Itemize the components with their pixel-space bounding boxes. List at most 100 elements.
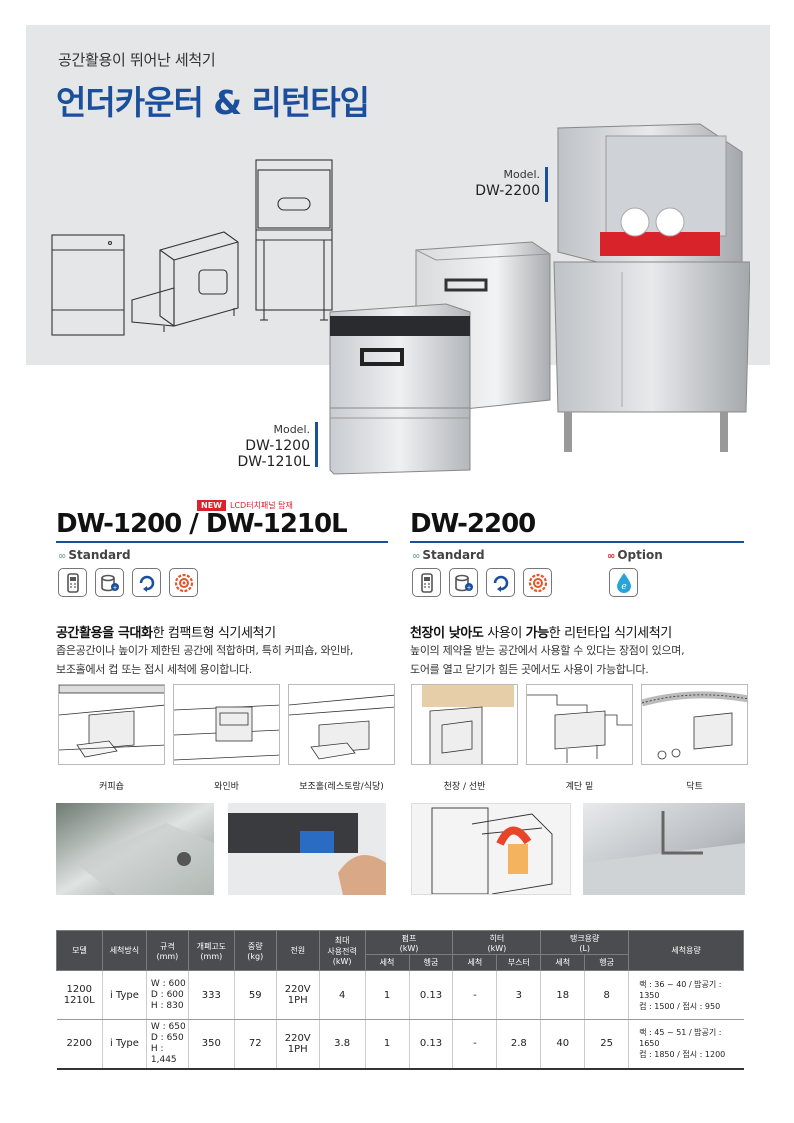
th-weight: 중량 (kg): [233, 930, 277, 971]
detergent-dispenser-icon: +: [449, 568, 478, 597]
cell-weight: 59: [233, 970, 277, 1020]
cell-tank-wash: 18: [540, 970, 585, 1020]
gear-icon: ∞: [412, 551, 421, 562]
photo-dishwasher-interior: [583, 803, 745, 895]
cell-max-power: 3.8: [318, 1019, 366, 1070]
cell-tank-rinse: 8: [584, 970, 629, 1020]
th-tank-wash: 세척: [540, 954, 586, 971]
svg-text:+: +: [112, 584, 117, 591]
illustration-ceiling-shelf: [411, 684, 518, 765]
cell-size: W : 650 D : 650 H : 1,445: [145, 1019, 189, 1070]
cell-model: 2200: [56, 1019, 103, 1070]
cell-pump-rinse: 0.13: [408, 970, 453, 1020]
th-size: 규격 (mm): [145, 930, 189, 971]
cell-open-height: 333: [187, 970, 235, 1020]
cell-tank-rinse: 25: [584, 1019, 629, 1070]
table-row: 1200 1210L i Type W : 600 D : 600 H : 83…: [56, 970, 744, 1020]
remote-control-icon: [412, 568, 441, 597]
caption-ceiling-shelf: 천장 / 선반: [443, 782, 486, 792]
section-title-dw-2200: DW-2200: [410, 509, 536, 539]
photo-stainless-detail: [56, 803, 214, 895]
section-rule-right: [410, 541, 744, 543]
cell-pump-wash: 1: [364, 1019, 409, 1070]
th-pump-rinse: 헹굼: [408, 954, 454, 971]
standard-tag-left: ∞Standard: [58, 548, 131, 562]
section-title-dw-1200: DW-1200 / DW-1210L: [56, 509, 348, 539]
th-open-height: 개폐고도 (mm): [187, 930, 235, 971]
gear-icon: ∞: [607, 551, 616, 562]
product-dw-1200-image: [329, 303, 471, 475]
cell-pump-wash: 1: [364, 970, 409, 1020]
pump-icon: [169, 568, 198, 597]
caption-sub-hall: 보조홀(레스토랑/식당): [299, 782, 384, 792]
illustration-coffee-shop: [58, 684, 165, 765]
table-row: 2200 i Type W : 650 D : 650 H : 1,445 35…: [56, 1019, 744, 1070]
th-tank-rinse: 헹굼: [584, 954, 630, 971]
cell-type: i Type: [101, 1019, 147, 1070]
caption-coffee-shop: 커피숍: [99, 782, 124, 792]
cell-open-height: 350: [187, 1019, 235, 1070]
th-capacity: 세척용량: [628, 930, 744, 971]
th-model: 모델: [56, 930, 103, 971]
illustration-wine-bar: [173, 684, 280, 765]
cell-heater-booster: 3: [496, 970, 541, 1020]
th-tank: 탱크용량 (L): [540, 930, 630, 955]
photo-lcd-touch-panel: [228, 803, 386, 895]
description-right: 높이의 제약을 받는 공간에서 사용할 수 있다는 장점이 있으며, 도어를 열…: [410, 644, 685, 676]
standard-tag-right: ∞Standard: [412, 548, 485, 562]
illustration-under-stairs: [526, 684, 633, 765]
th-heater-booster: 부스터: [496, 954, 542, 971]
th-heater-wash: 세척: [452, 954, 498, 971]
illustration-duct: [641, 684, 748, 765]
rinse-cycle-icon: [132, 568, 161, 597]
cell-heater-wash: -: [452, 970, 497, 1020]
new-badge-text: LCD터치패널 탑재: [230, 501, 293, 510]
cell-size: W : 600 D : 600 H : 830: [145, 970, 189, 1020]
cell-heater-booster: 2.8: [496, 1019, 541, 1070]
model-bar-2200: [545, 167, 548, 202]
headline-right: 천장이 낮아도 사용이 가능한 리턴타입 식기세척기: [410, 626, 672, 641]
rinse-cycle-icon: [486, 568, 515, 597]
svg-text:+: +: [466, 584, 471, 591]
cell-tank-wash: 40: [540, 1019, 585, 1070]
caption-under-stairs: 계단 밑: [565, 782, 594, 792]
diagram-return-door: [411, 803, 571, 895]
gear-icon: ∞: [58, 551, 67, 562]
description-left: 좁은공간이나 높이가 제한된 공간에 적합하며, 특히 커피숍, 와인바, 보조…: [56, 644, 354, 676]
th-type: 세척방식: [101, 930, 147, 971]
model-label-1200: Model. DW-1200 DW-1210L: [237, 423, 310, 470]
remote-control-icon: [58, 568, 87, 597]
pump-icon: [523, 568, 552, 597]
caption-wine-bar: 와인바: [214, 782, 239, 792]
th-pump: 펌프 (kW): [364, 930, 454, 955]
new-badge: NEW: [197, 500, 226, 511]
th-max-power: 최대 사용전력 (kW): [318, 930, 366, 971]
cell-model: 1200 1210L: [56, 970, 103, 1020]
line-drawings: [51, 159, 333, 336]
product-dw-2200-image: [553, 123, 750, 452]
section-rule-left: [56, 541, 388, 543]
cell-pump-rinse: 0.13: [408, 1019, 453, 1070]
cell-max-power: 4: [318, 970, 366, 1020]
cell-heater-wash: -: [452, 1019, 497, 1070]
cell-power: 220V 1PH: [275, 1019, 320, 1070]
caption-duct: 닥트: [686, 782, 703, 792]
cell-capacity: 랙 : 45 ~ 51 / 밥공기 : 1650 컵 : 1850 / 접시 :…: [628, 1019, 744, 1070]
hero-subtitle: 공간활용이 뛰어난 세척기: [58, 51, 216, 69]
cell-power: 220V 1PH: [275, 970, 320, 1020]
hero-title: 언더카운터 & 리턴타입: [56, 83, 370, 122]
detergent-dispenser-icon: +: [95, 568, 124, 597]
th-heater: 히터 (kW): [452, 930, 542, 955]
cell-weight: 72: [233, 1019, 277, 1070]
cell-capacity: 랙 : 36 ~ 40 / 밥공기 : 1350 컵 : 1500 / 접시 :…: [628, 970, 744, 1020]
th-pump-wash: 세척: [364, 954, 410, 971]
spec-table: 모델 세척방식 규격 (mm) 개폐고도 (mm) 중량 (kg) 전원 최대 …: [56, 930, 744, 1070]
svg-text:e: e: [621, 582, 626, 592]
model-label-2200: Model. DW-2200: [475, 168, 540, 199]
illustration-sub-hall: [288, 684, 395, 765]
water-softener-icon: e: [609, 568, 638, 597]
th-power: 전원: [275, 930, 320, 971]
model-bar-1200: [315, 422, 318, 467]
option-tag-right: ∞Option: [607, 548, 663, 562]
cell-type: i Type: [101, 970, 147, 1020]
